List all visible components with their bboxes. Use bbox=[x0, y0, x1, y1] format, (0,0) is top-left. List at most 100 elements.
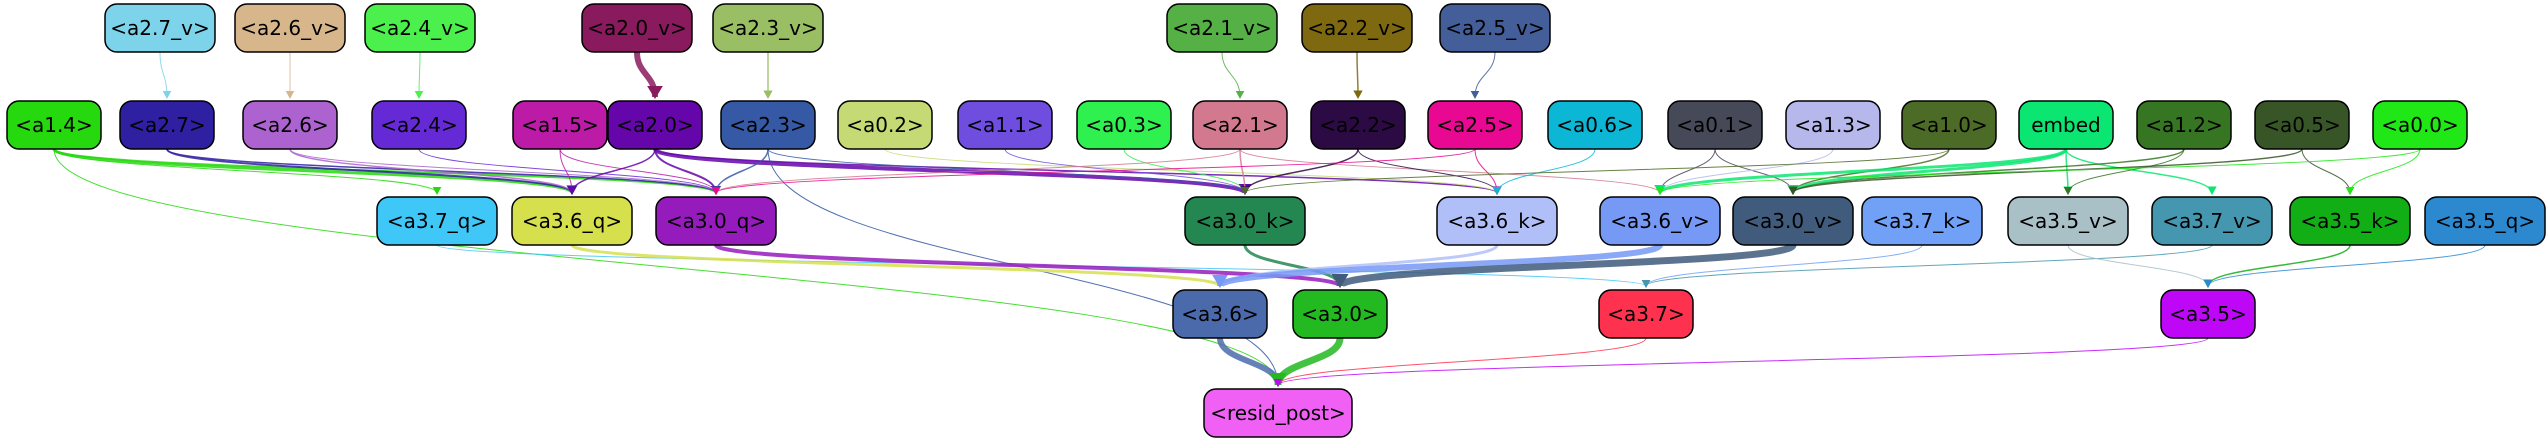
node-box bbox=[371, 100, 467, 150]
edge-arrowhead bbox=[162, 91, 172, 99]
node-a3-7-v[interactable]: <a3.7_v> bbox=[2151, 196, 2273, 246]
node-a3-0-q[interactable]: <a3.0_q> bbox=[655, 196, 777, 246]
node-a0-0[interactable]: <a0.0> bbox=[2372, 100, 2468, 150]
node-box bbox=[2372, 100, 2468, 150]
edge-arrowhead bbox=[711, 187, 721, 195]
edge-a1_4-to-a3_6_q bbox=[52, 147, 574, 195]
node-label: <a2.1> bbox=[1201, 113, 1279, 137]
node-a0-3[interactable]: <a0.3> bbox=[1076, 100, 1172, 150]
edge-a3_5_v-to-a3_5 bbox=[2067, 244, 2209, 287]
edge-layer bbox=[52, 51, 2486, 387]
node-box bbox=[511, 196, 633, 246]
edge-a3_7_k-to-a3_7 bbox=[1645, 244, 1923, 287]
node-a2-4[interactable]: <a2.4> bbox=[371, 100, 467, 150]
node-a3-6-q[interactable]: <a3.6_q> bbox=[511, 196, 633, 246]
node-a3-5[interactable]: <a3.5> bbox=[2160, 289, 2256, 339]
node-a1-1[interactable]: <a1.1> bbox=[957, 100, 1053, 150]
node-a2-0-v[interactable]: <a2.0_v> bbox=[581, 3, 693, 53]
node-a3-7-k[interactable]: <a3.7_k> bbox=[1861, 196, 1983, 246]
edge-embed-to-a3_6_v bbox=[1658, 147, 2068, 195]
node-a2-2[interactable]: <a2.2> bbox=[1310, 100, 1406, 150]
edge-a2_5-to-a3_6_k bbox=[1474, 148, 1498, 194]
node-a3-6[interactable]: <a3.6> bbox=[1172, 289, 1268, 339]
node-a2-0[interactable]: <a2.0> bbox=[607, 100, 703, 150]
node-box bbox=[2160, 289, 2256, 339]
node-box bbox=[1599, 196, 1721, 246]
edge-a1_3-to-a3_6_v bbox=[1659, 148, 1834, 194]
edge-a2_3-to-a3_0_k bbox=[767, 148, 1246, 194]
node-a2-3-v[interactable]: <a2.3_v> bbox=[712, 3, 824, 53]
node-box bbox=[1901, 100, 1997, 150]
edge-a3_5_q-to-a3_5 bbox=[2207, 244, 2486, 287]
node-box bbox=[234, 3, 346, 53]
node-box bbox=[655, 196, 777, 246]
node-a2-1[interactable]: <a2.1> bbox=[1192, 100, 1288, 150]
node-a3-7[interactable]: <a3.7> bbox=[1598, 289, 1694, 339]
node-label: <a1.4> bbox=[15, 113, 93, 137]
edge-a2_7-to-a3_6_q bbox=[166, 148, 573, 194]
edge-embed-to-a3_0_v bbox=[1791, 148, 2068, 194]
edge-a2_4-to-a3_0_q bbox=[418, 148, 717, 194]
node-a1-4[interactable]: <a1.4> bbox=[6, 100, 102, 150]
node-a2-3[interactable]: <a2.3> bbox=[720, 100, 816, 150]
node-box bbox=[1785, 100, 1881, 150]
node-box bbox=[1172, 289, 1268, 339]
node-a3-7-q[interactable]: <a3.7_q> bbox=[376, 196, 498, 246]
edge-a3_7-to-resid_post bbox=[1277, 337, 1647, 386]
edge-arrowhead bbox=[1641, 280, 1651, 288]
node-a2-2-v[interactable]: <a2.2_v> bbox=[1301, 3, 1413, 53]
node-a1-5[interactable]: <a1.5> bbox=[512, 100, 608, 150]
node-a1-0[interactable]: <a1.0> bbox=[1901, 100, 1997, 150]
node-label: <a3.6_k> bbox=[1447, 209, 1546, 233]
node-box bbox=[1598, 289, 1694, 339]
edge-arrowhead bbox=[2345, 187, 2355, 195]
edge-a2_0-to-a3_6_k bbox=[654, 148, 1498, 194]
node-a0-5[interactable]: <a0.5> bbox=[2254, 100, 2350, 150]
node-a2-7-v[interactable]: <a2.7_v> bbox=[104, 3, 216, 53]
edge-a2_0-to-a3_0_k bbox=[653, 147, 1247, 195]
node-box bbox=[1667, 100, 1763, 150]
node-a3-6-v[interactable]: <a3.6_v> bbox=[1599, 196, 1721, 246]
node-a2-1-v[interactable]: <a2.1_v> bbox=[1166, 3, 1278, 53]
node-label: <a1.3> bbox=[1794, 113, 1872, 137]
node-a1-2[interactable]: <a1.2> bbox=[2136, 100, 2232, 150]
edge-arrowhead bbox=[1788, 186, 1798, 195]
node-label: <a2.0_v> bbox=[587, 16, 686, 40]
node-a3-0-k[interactable]: <a3.0_k> bbox=[1184, 196, 1306, 246]
node-a3-6-k[interactable]: <a3.6_k> bbox=[1436, 196, 1558, 246]
node-label: <resid_post> bbox=[1210, 401, 1345, 425]
node-a1-3[interactable]: <a1.3> bbox=[1785, 100, 1881, 150]
node-label: <a1.1> bbox=[966, 113, 1044, 137]
node-a3-0-v[interactable]: <a3.0_v> bbox=[1732, 196, 1854, 246]
node-a2-6-v[interactable]: <a2.6_v> bbox=[234, 3, 346, 53]
edge-a1_1-to-a3_0_k bbox=[1004, 148, 1246, 194]
node-a2-4-v[interactable]: <a2.4_v> bbox=[364, 3, 476, 53]
node-box bbox=[1732, 196, 1854, 246]
node-resid-post[interactable]: <resid_post> bbox=[1203, 388, 1353, 438]
node-a3-5-q[interactable]: <a3.5_q> bbox=[2424, 196, 2546, 246]
node-a3-5-v[interactable]: <a3.5_v> bbox=[2007, 196, 2129, 246]
edge-a3_0_q-to-a3_0 bbox=[714, 243, 1342, 288]
node-label: <a3.6_q> bbox=[522, 209, 622, 233]
edge-arrowhead bbox=[432, 187, 442, 195]
node-a3-0[interactable]: <a3.0> bbox=[1292, 289, 1388, 339]
node-embed[interactable]: embed bbox=[2018, 100, 2114, 150]
edge-arrowhead bbox=[647, 86, 663, 99]
node-box bbox=[512, 100, 608, 150]
node-a2-5[interactable]: <a2.5> bbox=[1427, 100, 1523, 150]
node-a2-5-v[interactable]: <a2.5_v> bbox=[1439, 3, 1551, 53]
node-box bbox=[2424, 196, 2546, 246]
node-a0-6[interactable]: <a0.6> bbox=[1547, 100, 1643, 150]
edge-a1_2-to-a3_0_v bbox=[1792, 148, 2185, 194]
node-a3-5-k[interactable]: <a3.5_k> bbox=[2289, 196, 2411, 246]
edge-a2_1_v-to-a2_1 bbox=[1221, 51, 1241, 98]
node-box bbox=[1292, 289, 1388, 339]
edge-a3_6-to-resid_post bbox=[1217, 337, 1281, 386]
node-a2-6[interactable]: <a2.6> bbox=[242, 100, 338, 150]
node-a0-1[interactable]: <a0.1> bbox=[1667, 100, 1763, 150]
node-box bbox=[1184, 196, 1306, 246]
node-label: <a0.5> bbox=[2263, 113, 2341, 137]
node-label: <a2.6_v> bbox=[240, 16, 339, 40]
node-a0-2[interactable]: <a0.2> bbox=[837, 100, 933, 150]
node-a2-7[interactable]: <a2.7> bbox=[119, 100, 215, 150]
